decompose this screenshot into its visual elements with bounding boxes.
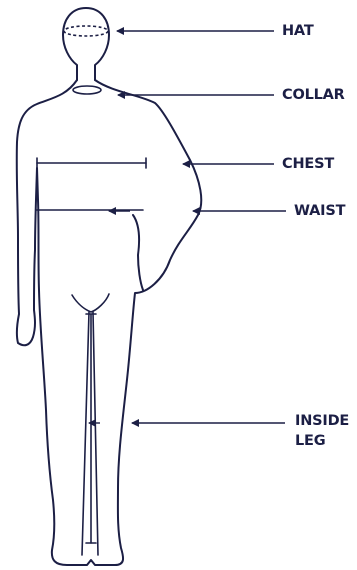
label-chest: CHEST	[282, 154, 334, 174]
crotch-outline	[72, 294, 109, 312]
body-outline	[17, 80, 202, 565]
label-waist: WAIST	[294, 201, 345, 221]
hat-measure-dashed-ellipse	[64, 26, 108, 36]
head-outline	[63, 8, 109, 80]
label-hat: HAT	[282, 21, 314, 41]
inside-leg-line-right	[93, 312, 98, 555]
label-collar: COLLAR	[282, 85, 345, 105]
hand-outline	[133, 215, 143, 290]
label-inside-leg-line2: LEG	[295, 431, 325, 451]
collar-measure-ellipse	[73, 86, 101, 94]
inside-leg-line-left	[82, 312, 89, 555]
label-inside-leg-line1: INSIDE	[295, 411, 349, 431]
